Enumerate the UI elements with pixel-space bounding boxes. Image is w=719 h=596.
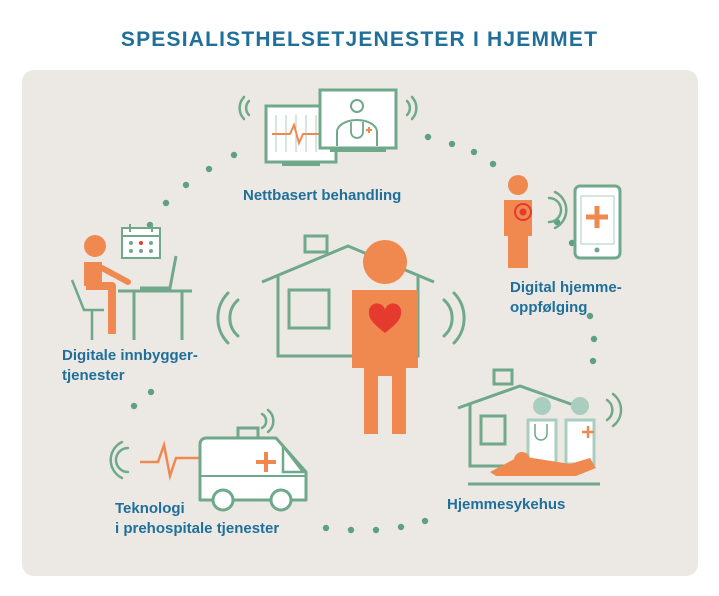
label-digitale-innbyggertjenester: Digitale innbygger- tjenester (62, 346, 198, 386)
home-patient-icon (216, 234, 466, 434)
ambulance-icon (109, 408, 308, 512)
label-line-2: oppfølging (510, 299, 588, 316)
label-hjemmesykehus: Hjemmesykehus (447, 495, 565, 515)
person-laptop-icon (70, 224, 192, 340)
label-nettbasert-behandling: Nettbasert behandling (243, 186, 401, 206)
label-line-1: Digital hjemme- (510, 279, 622, 296)
label-digital-hjemmeoppfolging: Digital hjemme- oppfølging (510, 278, 622, 318)
label-text: Nettbasert behandling (243, 187, 402, 204)
label-teknologi-prehospitale: Teknologi i prehospitale tjenester (115, 499, 279, 539)
patient-phone-icon (504, 175, 622, 268)
page-title: SPESIALISTHELSETJENESTER I HJEMMET (120, 28, 599, 51)
label-text: Hjemmesykehus (447, 496, 566, 513)
label-line-1: Teknologi (115, 500, 185, 517)
label-line-2: i prehospitale tjenester (115, 520, 280, 537)
home-hospital-icon (457, 368, 623, 486)
label-line-1: Digitale innbygger- (62, 347, 198, 364)
label-line-2: tjenester (62, 367, 125, 384)
monitors-icon (238, 88, 418, 166)
